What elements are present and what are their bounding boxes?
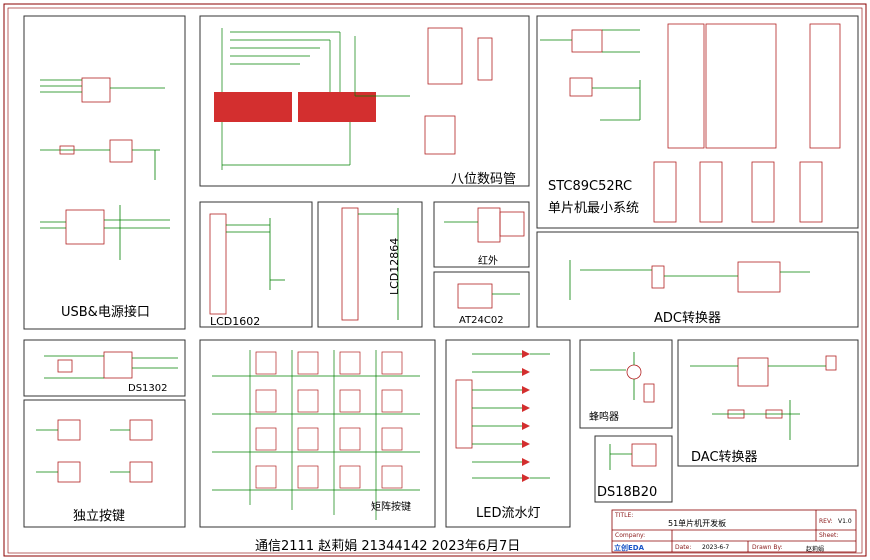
eda-logo: 立创EDA bbox=[614, 544, 645, 552]
frame-eeprom bbox=[433, 271, 530, 328]
mcu-chip bbox=[540, 23, 841, 223]
section-usb-label: USB&电源接口 bbox=[61, 305, 150, 320]
sheet-label: Sheet: bbox=[819, 532, 839, 539]
section-seg7-label: 八位数码管 bbox=[451, 172, 517, 187]
lcd-blocks bbox=[209, 207, 399, 321]
adc-block bbox=[569, 260, 810, 300]
section-mcu-label-1: STC89C52RC bbox=[548, 179, 633, 194]
section-keys-label: 独立按键 bbox=[73, 509, 126, 524]
frame-usb bbox=[23, 15, 186, 330]
drawn-label: Drawn By: bbox=[752, 544, 783, 551]
frame-keys bbox=[23, 399, 186, 528]
sheet-border bbox=[3, 3, 867, 557]
frame-ds18b20 bbox=[594, 435, 673, 503]
frame-lcd12864 bbox=[317, 201, 423, 328]
title-label: TITLE: bbox=[615, 512, 634, 519]
drawn-value: 赵莉娟 bbox=[806, 546, 825, 553]
frame-lcd1602 bbox=[199, 201, 313, 328]
usb-wires bbox=[40, 77, 170, 260]
section-ds18b20-label: DS18B20 bbox=[597, 485, 658, 500]
ds18b20-block bbox=[609, 443, 657, 470]
section-buzzer-label: 蜂鸣器 bbox=[589, 412, 619, 423]
frame-dac bbox=[677, 339, 859, 467]
seg7-display bbox=[214, 27, 493, 170]
ds1302-block bbox=[44, 351, 178, 379]
title-block bbox=[611, 509, 857, 553]
sheet-inner-border bbox=[7, 7, 863, 554]
section-ir-label: 红外 bbox=[478, 256, 498, 267]
buzzer-block bbox=[590, 352, 655, 403]
section-dac-label: DAC转换器 bbox=[691, 450, 758, 465]
section-mcu-label-2: 单片机最小系统 bbox=[548, 201, 640, 216]
dac-block bbox=[690, 355, 837, 440]
frame-ir bbox=[433, 201, 530, 268]
section-adc-label: ADC转换器 bbox=[654, 311, 721, 326]
matrix-keys-grid bbox=[212, 350, 420, 520]
author-footer: 通信2111 赵莉娟 21344142 2023年6月7日 bbox=[255, 539, 521, 554]
independent-keys bbox=[36, 419, 153, 483]
frame-ds1302 bbox=[23, 339, 186, 397]
section-led-label: LED流水灯 bbox=[476, 506, 541, 521]
section-matrix-label: 矩阵按键 bbox=[371, 502, 411, 513]
frame-mcu bbox=[536, 15, 859, 229]
company-label: Company: bbox=[615, 532, 646, 539]
ir-eeprom bbox=[444, 207, 525, 309]
frame-matrix bbox=[199, 339, 436, 528]
frame-buzzer bbox=[579, 339, 673, 429]
section-lcd1602-label: LCD1602 bbox=[210, 315, 261, 328]
frame-adc bbox=[536, 231, 859, 328]
frame-led bbox=[445, 339, 571, 528]
project-title: 51单片机开发板 bbox=[668, 519, 727, 528]
rev-label: REV: bbox=[819, 518, 833, 525]
section-eeprom-label: AT24C02 bbox=[459, 315, 504, 326]
date-label: Date: bbox=[675, 544, 692, 551]
section-ds1302-label: DS1302 bbox=[128, 383, 168, 394]
frame-seg7 bbox=[199, 15, 530, 187]
led-column bbox=[455, 350, 550, 482]
section-lcd12864-label: LCD12864 bbox=[388, 237, 401, 295]
rev-value: V1.0 bbox=[838, 518, 852, 525]
date-value: 2023-6-7 bbox=[702, 544, 730, 551]
